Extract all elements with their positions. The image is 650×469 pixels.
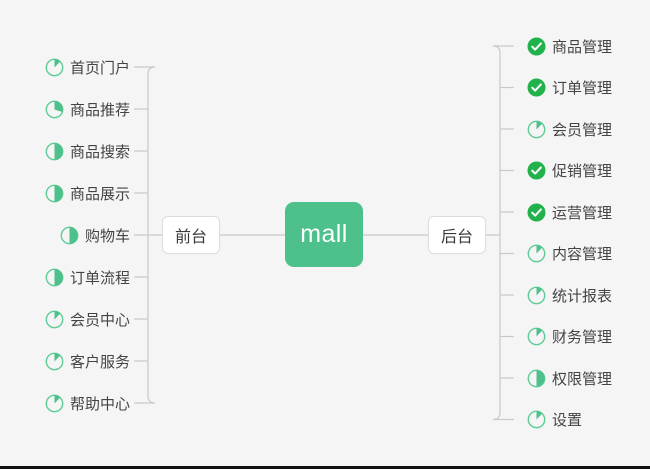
leaf-item-right-3[interactable]: 促销管理 [527,159,612,183]
root-node-label: mall [300,220,348,248]
leaf-item-right-7[interactable]: 财务管理 [527,325,612,349]
canvas-bottom-edge [0,466,650,469]
pie-progress-icon [45,100,64,119]
pie-progress-icon [45,142,64,161]
pie-progress-icon [527,369,546,388]
leaf-item-left-5[interactable]: 订单流程 [45,265,130,289]
leaf-item-label: 会员管理 [552,121,613,139]
leaf-item-label: 商品展示 [69,185,130,203]
leaf-item-label: 客户服务 [69,353,130,371]
connector-spine-right [492,45,501,421]
pie-progress-icon [45,310,64,329]
leaf-item-label: 订单流程 [69,269,130,287]
check-circle-icon [527,37,546,56]
pie-progress-icon [527,120,546,139]
leaf-item-right-0[interactable]: 商品管理 [527,34,612,58]
leaf-item-label: 商品推荐 [69,101,130,119]
leaf-item-left-7[interactable]: 客户服务 [45,349,130,373]
leaf-item-label: 商品搜索 [69,143,130,161]
leaf-item-left-0[interactable]: 首页门户 [45,55,130,79]
leaf-item-right-8[interactable]: 权限管理 [527,366,612,390]
pie-progress-icon [527,410,546,429]
leaf-item-label: 设置 [552,412,583,429]
leaf-item-left-3[interactable]: 商品展示 [45,181,130,205]
leaf-item-label: 商品管理 [552,38,613,56]
pie-progress-icon [45,268,64,287]
pie-progress-icon [45,184,64,203]
leaf-item-label: 首页门户 [69,59,130,77]
leaf-item-label: 内容管理 [552,246,613,263]
branch-node-backend[interactable]: 后台 [428,216,486,254]
leaf-item-right-4[interactable]: 运营管理 [527,200,612,224]
leaf-item-left-2[interactable]: 商品搜索 [45,139,130,163]
leaf-item-right-2[interactable]: 会员管理 [527,117,612,141]
leaf-item-right-1[interactable]: 订单管理 [527,76,612,100]
leaf-item-label: 帮助中心 [69,395,130,413]
pie-progress-icon [527,244,546,263]
check-circle-icon [527,161,546,180]
leaf-item-label: 购物车 [84,227,130,245]
check-circle-icon [527,78,546,97]
pie-progress-icon [45,58,64,77]
leaf-item-label: 统计报表 [552,287,613,305]
root-node-mall[interactable]: mall [285,202,363,267]
leaf-item-right-5[interactable]: 内容管理 [527,242,612,266]
branch-node-frontend[interactable]: 前台 [162,216,220,254]
leaf-item-left-1[interactable]: 商品推荐 [45,97,130,121]
branch-node-backend-label: 后台 [440,229,473,246]
pie-progress-icon [527,327,546,346]
leaf-item-label: 运营管理 [552,204,613,222]
leaf-item-right-6[interactable]: 统计报表 [527,283,612,307]
check-circle-icon [527,203,546,222]
leaf-item-label: 订单管理 [552,80,613,97]
leaf-item-left-8[interactable]: 帮助中心 [45,391,130,415]
leaf-item-label: 权限管理 [552,370,613,388]
pie-progress-icon [45,352,64,371]
leaf-item-left-6[interactable]: 会员中心 [45,307,130,331]
pie-progress-icon [45,394,64,413]
branch-node-frontend-label: 前台 [174,229,207,246]
leaf-item-label: 促销管理 [552,163,613,180]
leaf-item-label: 会员中心 [69,311,130,329]
pie-progress-icon [60,226,79,245]
pie-progress-icon [527,286,546,305]
leaf-item-right-9[interactable]: 设置 [527,408,582,432]
leaf-item-left-4[interactable]: 购物车 [60,223,130,247]
connector-spine-left [147,66,156,404]
leaf-item-label: 财务管理 [552,329,613,346]
